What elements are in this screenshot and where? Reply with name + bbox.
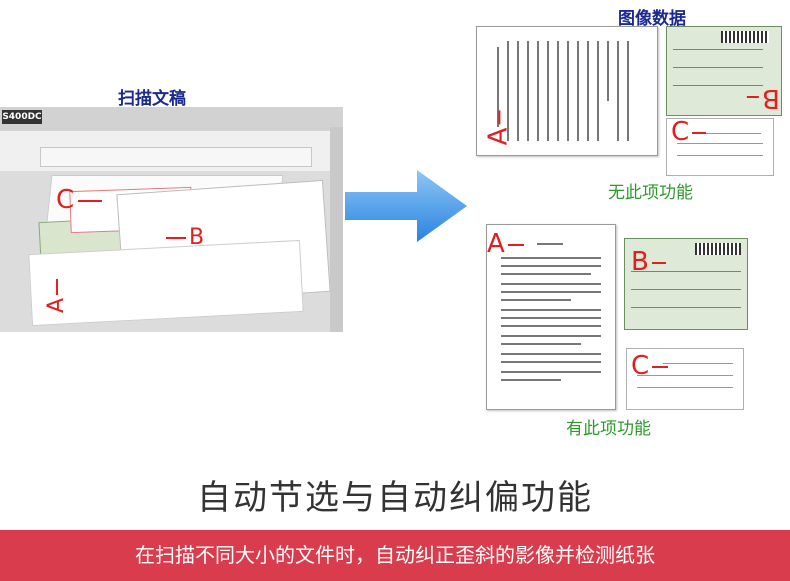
corrected-mark-a: A: [487, 231, 524, 257]
scanner-mark-a: A: [44, 278, 69, 313]
scanner-model-badge: S400DC: [2, 110, 42, 124]
corrected-receipt-c: C: [626, 348, 744, 410]
no-feature-label: 无此项功能: [608, 183, 693, 203]
corrected-mark-c: C: [631, 353, 669, 379]
skewed-mark-b: B: [747, 83, 780, 113]
corrected-form-b: B: [624, 238, 748, 330]
main-title: 自动节选与自动纠偏功能: [197, 478, 593, 518]
scanner-mark-b: B: [166, 227, 204, 249]
skewed-form-b: B: [666, 26, 782, 116]
with-feature-label: 有此项功能: [566, 419, 651, 439]
skewed-receipt-c: C: [666, 118, 774, 176]
skewed-mark-a: A: [483, 110, 513, 145]
image-data-label: 图像数据: [618, 9, 686, 29]
scanner-mark-c: C: [56, 187, 103, 213]
scan-doc-label: 扫描文稿: [118, 89, 186, 109]
bottom-banner: 在扫描不同大小的文件时，自动纠正歪斜的影像并检测纸张: [0, 530, 790, 581]
scanner-photo: S400DC C B A: [0, 107, 343, 332]
skewed-mark-c: C: [671, 119, 707, 145]
corrected-mark-b: B: [631, 249, 666, 275]
right-arrow-icon: [345, 170, 467, 242]
skewed-doc-a: A: [476, 26, 658, 156]
corrected-doc-a: A: [486, 224, 616, 410]
